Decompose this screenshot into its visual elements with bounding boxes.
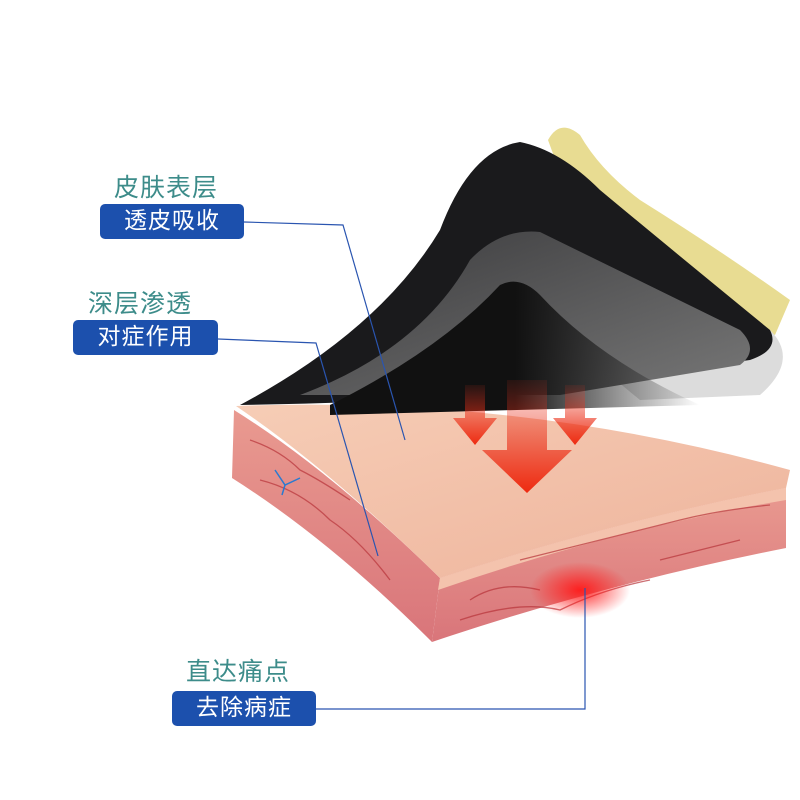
arrow-left bbox=[453, 385, 497, 445]
skin-top-face bbox=[236, 404, 790, 578]
arrow-center bbox=[482, 380, 572, 493]
patch-inner bbox=[330, 281, 700, 415]
leader-line-1 bbox=[243, 221, 406, 441]
tag-remove-ailment: 去除病症 bbox=[172, 691, 316, 726]
tag-transdermal: 透皮吸收 bbox=[100, 204, 244, 239]
leader-line-3 bbox=[316, 588, 586, 710]
skin-side-left bbox=[232, 410, 440, 642]
label-skin-surface: 皮肤表层 bbox=[114, 173, 219, 202]
liner-yellow bbox=[548, 127, 790, 335]
pain-point bbox=[530, 562, 630, 618]
skin-side-front bbox=[432, 488, 786, 642]
label-deep-penetration: 深层渗透 bbox=[88, 289, 193, 318]
arrow-right bbox=[553, 385, 597, 445]
tag-targeted-action: 对症作用 bbox=[73, 320, 218, 355]
label-pain-point: 直达痛点 bbox=[186, 657, 291, 686]
leader-line-2 bbox=[217, 338, 379, 557]
penetration-arrows bbox=[453, 380, 597, 493]
